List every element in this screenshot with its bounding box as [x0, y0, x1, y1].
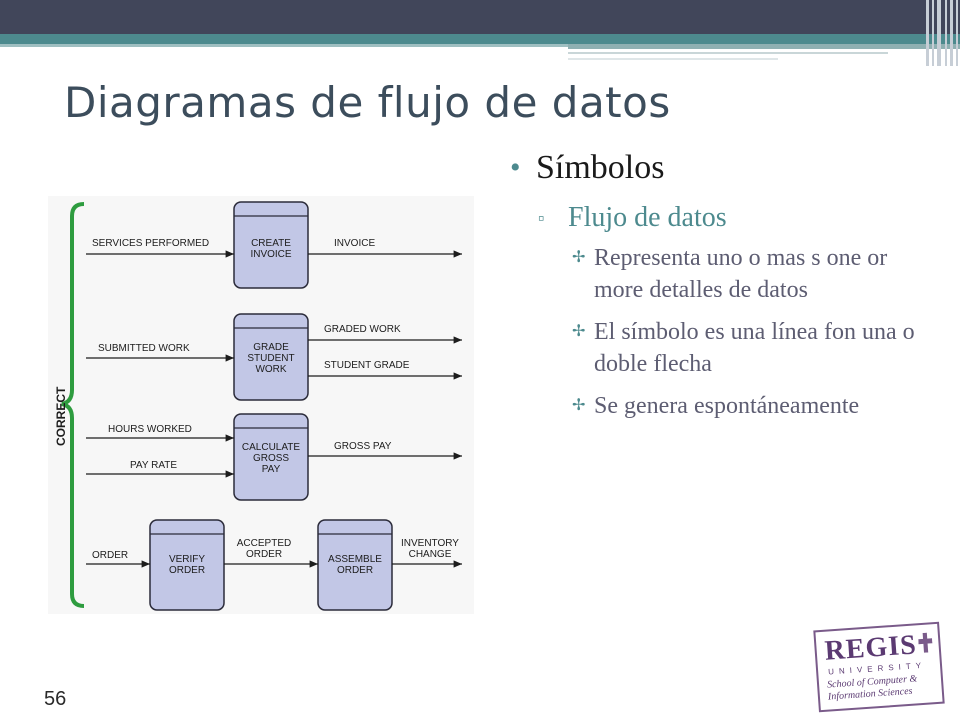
- bullet-square-icon: ▫: [538, 208, 545, 228]
- correct-bracket: [61, 202, 85, 608]
- bullet-level2-text: Flujo de datos: [568, 202, 727, 233]
- top-rule: [568, 52, 888, 54]
- process-calculate-gross-pay: [233, 413, 309, 501]
- bullet-level3-text: Representa uno o mas s one or more detal…: [594, 245, 888, 303]
- cross-icon: [918, 632, 933, 653]
- bullet-level3-text: Se genera espontáneamente: [594, 393, 860, 419]
- bullet-dot-icon: •: [510, 151, 521, 184]
- top-bar-accent: [0, 34, 960, 44]
- bullet-level3-text: El símbolo es una línea fon una o doble …: [594, 319, 915, 377]
- flow-hours-worked-label: HOURS WORKED: [108, 424, 192, 435]
- flow-submitted-work-label: SUBMITTED WORK: [98, 343, 190, 354]
- process-verify-order: [149, 519, 225, 611]
- top-rule: [568, 58, 778, 60]
- top-rule: [0, 44, 568, 47]
- bullet-level3-list: ✢ Representa uno o mas s one or more det…: [572, 242, 930, 422]
- flow-student-grade-label: STUDENT GRADE: [324, 360, 410, 371]
- bullet-level1-text: Símbolos: [536, 149, 665, 186]
- top-bar: [0, 0, 960, 34]
- bullet-star-icon: ✢: [572, 397, 586, 414]
- process-create-invoice: [233, 201, 309, 289]
- bullet-level3-item: ✢ El símbolo es una línea fon una o dobl…: [572, 316, 930, 380]
- page-number: 56: [44, 688, 67, 710]
- flow-graded-work-label: GRADED WORK: [324, 324, 401, 335]
- logo-school: School of Computer &Information Sciences: [826, 673, 918, 703]
- bullet-star-icon: ✢: [572, 323, 586, 340]
- bullet-level1: • Símbolos: [510, 146, 930, 190]
- top-rule: [568, 44, 960, 49]
- process-grade-student-work: [233, 313, 309, 401]
- flow-gross-pay-label: GROSS PAY: [334, 441, 392, 452]
- bullet-level2: ▫ Flujo de datos: [538, 200, 930, 236]
- corner-stripes: [924, 0, 960, 66]
- regis-university-logo: REGIS UNIVERSITY School of Computer &Inf…: [813, 621, 945, 713]
- flow-order-label: ORDER: [92, 550, 128, 561]
- correct-label: CORRECT: [54, 386, 68, 446]
- bullet-level3-item: ✢ Se genera espontáneamente: [572, 390, 930, 422]
- process-assemble-order: [317, 519, 393, 611]
- bullet-star-icon: ✢: [572, 249, 586, 266]
- flow-pay-rate-label: PAY RATE: [130, 460, 177, 471]
- slide-title: Diagramas de flujo de datos: [64, 78, 671, 127]
- flow-services-performed-label: SERVICES PERFORMED: [92, 238, 209, 249]
- flow-invoice-label: INVOICE: [334, 238, 375, 249]
- bullet-level3-item: ✢ Representa uno o mas s one or more det…: [572, 242, 930, 306]
- bullet-list: • Símbolos ▫ Flujo de datos ✢ Representa…: [510, 146, 930, 432]
